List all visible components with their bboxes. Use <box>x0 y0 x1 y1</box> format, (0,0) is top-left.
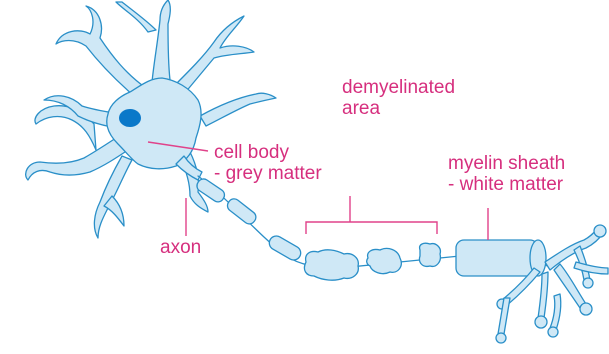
axon-label: axon <box>160 237 201 258</box>
demyelinated-label-line2: area <box>342 98 455 119</box>
cell-body-label: cell body - grey matter <box>214 142 322 184</box>
cell-body-label-line2: - grey matter <box>214 163 322 184</box>
demyelinated-bracket <box>306 196 437 234</box>
cell-body-label-line1: cell body <box>214 142 322 163</box>
myelin-label: myelin sheath - white matter <box>448 153 565 195</box>
myelin-segments-proximal <box>195 177 304 263</box>
demyelinated-label-line1: demyelinated <box>342 77 455 98</box>
myelin-label-line1: myelin sheath <box>448 153 565 174</box>
axon-label-text: axon <box>160 237 201 258</box>
demyelinated-segments <box>304 243 440 280</box>
myelin-label-line2: - white matter <box>448 174 565 195</box>
demyelinated-label: demyelinated area <box>342 77 455 119</box>
nucleus <box>119 109 141 127</box>
